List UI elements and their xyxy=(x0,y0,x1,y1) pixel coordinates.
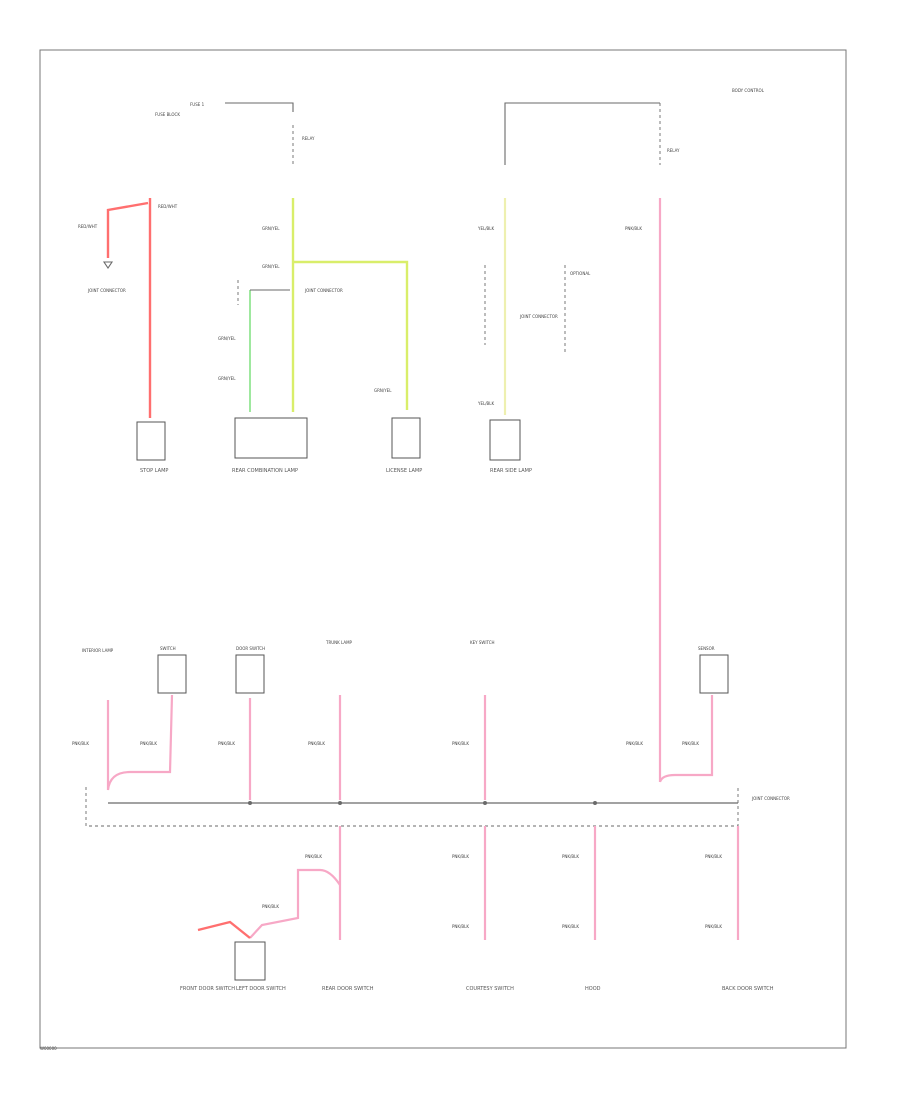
right-long-code: PNK/BLK xyxy=(625,226,642,231)
rear-side-connector: JOINT CONNECTOR xyxy=(519,314,558,319)
drop-interior xyxy=(106,694,174,791)
stop-branch-code: RED/WHT xyxy=(78,224,98,229)
rear-combo-code-3: GRN/YEL xyxy=(218,336,236,341)
code-below-1: PNK/BLK xyxy=(305,854,322,859)
code-below-7: PNK/BLK xyxy=(562,924,579,929)
rear-combination-label: REAR COMBINATION LAMP xyxy=(232,468,298,474)
rear-side-label: REAR SIDE LAMP xyxy=(490,468,532,474)
sensor-component xyxy=(699,654,729,694)
stop-wire-code: RED/WHT xyxy=(158,204,178,209)
rear-side-component xyxy=(489,419,521,461)
rear-combo-code-4: GRN/YEL xyxy=(218,376,236,381)
bus-node-2 xyxy=(338,801,342,805)
code-trunk: PNK/BLK xyxy=(308,741,325,746)
code-below-8: PNK/BLK xyxy=(705,924,722,929)
rear-side-feed xyxy=(504,102,660,165)
rear-combo-code-5: GRN/YEL xyxy=(374,388,392,393)
interior-lamp-label: INTERIOR LAMP xyxy=(82,648,114,653)
code-interior: PNK/BLK xyxy=(72,741,89,746)
bus-node-3 xyxy=(483,801,487,805)
back-door-label: BACK DOOR SWITCH xyxy=(722,986,774,992)
code-switch: PNK/BLK xyxy=(140,741,157,746)
switch-component xyxy=(157,654,187,694)
joint-bus-box xyxy=(85,787,739,827)
code-key: PNK/BLK xyxy=(452,741,469,746)
rear-side-code-2: YEL/BLK xyxy=(477,401,495,406)
stop-ground-symbol xyxy=(102,261,114,269)
code-below-6: PNK/BLK xyxy=(452,924,469,929)
stop-lamp-component xyxy=(136,421,166,461)
door-switch-label: DOOR SWITCH xyxy=(236,646,265,651)
license-lamp-label: LICENSE LAMP xyxy=(386,468,422,474)
relay-label: RELAY xyxy=(302,136,315,141)
rear-door-label: REAR DOOR SWITCH xyxy=(322,986,374,992)
rear-side-dash xyxy=(484,265,566,355)
stop-connector-label: JOINT CONNECTOR xyxy=(87,288,126,293)
bottom-code: W00000 xyxy=(40,1046,57,1051)
top-note-block xyxy=(732,95,787,115)
rear-combo-branch xyxy=(293,260,409,410)
switch-label: SWITCH xyxy=(160,646,176,651)
bus-node-4 xyxy=(593,801,597,805)
rear-combo-code-1: GRN/YEL xyxy=(262,226,280,231)
rear-side-optional: OPTIONAL xyxy=(570,271,591,276)
drop-sensor xyxy=(658,695,714,783)
fuse-label: FUSE 1 xyxy=(190,102,205,107)
diagram-border xyxy=(39,49,847,1049)
code-below-4: PNK/BLK xyxy=(562,854,579,859)
bus-node-1 xyxy=(248,801,252,805)
courtesy-label: COURTESY SWITCH xyxy=(466,986,514,992)
sensor-label: SENSOR xyxy=(698,646,715,651)
code-door: PNK/BLK xyxy=(218,741,235,746)
right-relay-label: RELAY xyxy=(667,148,680,153)
code-below-5: PNK/BLK xyxy=(705,854,722,859)
front-door-label: FRONT DOOR SWITCH xyxy=(180,986,235,992)
code-below-2: PNK/BLK xyxy=(262,904,279,909)
key-switch-label: KEY SWITCH xyxy=(470,640,495,645)
rear-side-code-1: YEL/BLK xyxy=(477,226,495,231)
stop-lamp-label: STOP LAMP xyxy=(140,468,168,474)
rear-combination-component xyxy=(234,417,308,459)
top-note: BODY CONTROL xyxy=(732,88,765,93)
hood-label: HOOD xyxy=(585,986,601,992)
trunk-lamp-label: TRUNK LAMP xyxy=(325,640,353,645)
joint-connector-label: JOINT CONNECTOR xyxy=(751,796,790,801)
code-right-b: PNK/BLK xyxy=(682,741,699,746)
code-below-3: PNK/BLK xyxy=(452,854,469,859)
left-door-label: LEFT DOOR SWITCH xyxy=(236,986,286,992)
door-switch-component xyxy=(235,654,265,694)
fuse-feed-wire xyxy=(225,102,294,112)
drop-below-left xyxy=(197,920,251,939)
drop-below-trunk-curve xyxy=(249,868,341,939)
rear-combo-code-2: GRN/YEL xyxy=(262,264,280,269)
code-right-a: PNK/BLK xyxy=(626,741,643,746)
rear-combo-connector: JOINT CONNECTOR xyxy=(304,288,343,293)
stop-lamp-branch-red xyxy=(106,201,149,258)
left-door-component xyxy=(234,941,266,981)
license-lamp-component xyxy=(391,417,421,459)
fuse-sub-label: FUSE BLOCK xyxy=(155,112,180,117)
